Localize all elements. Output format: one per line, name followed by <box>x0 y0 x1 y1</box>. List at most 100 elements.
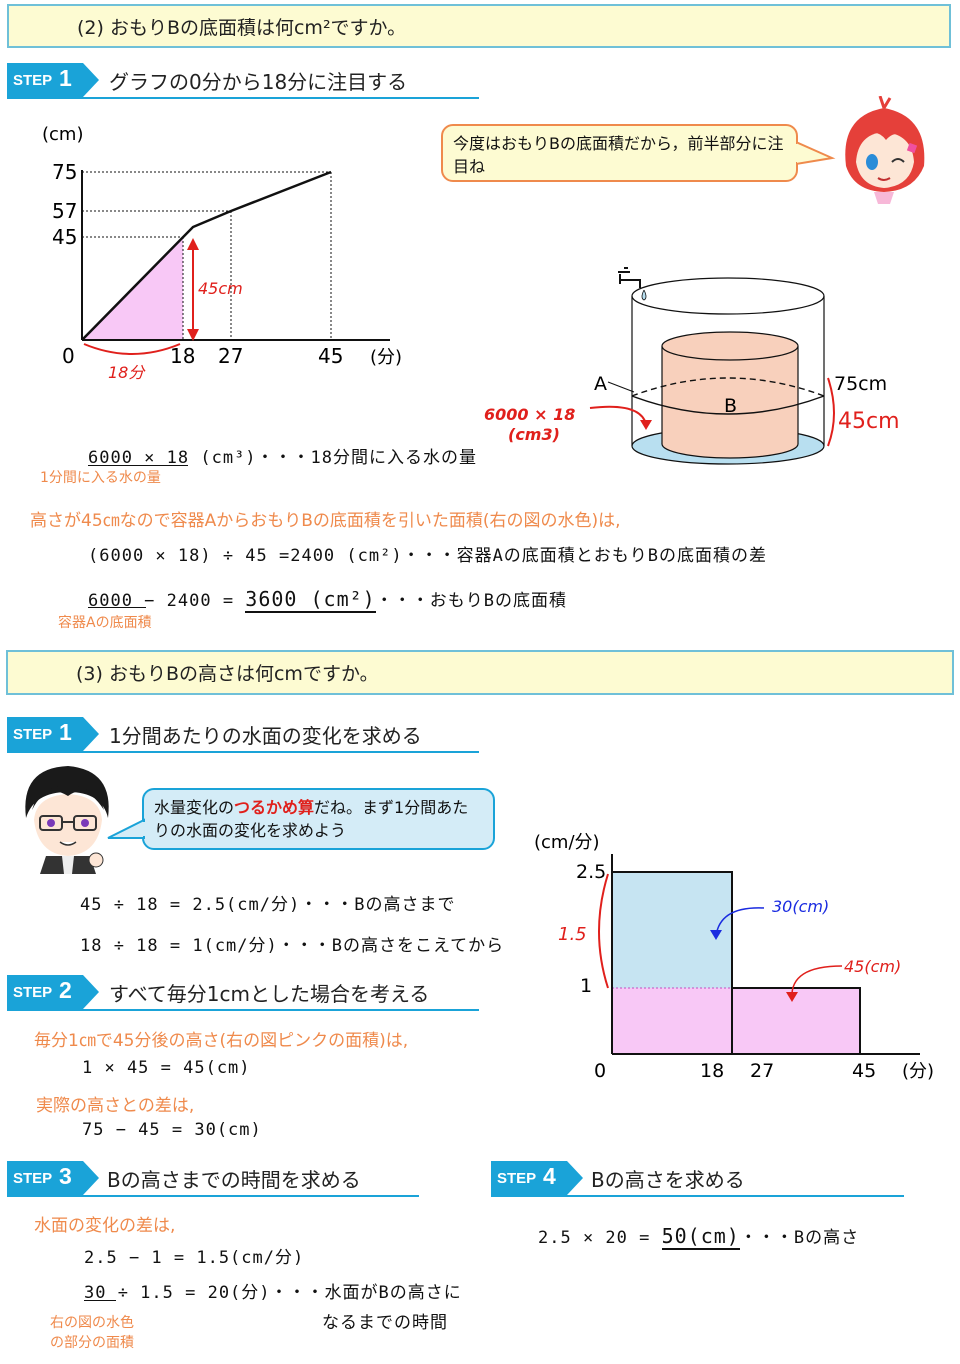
bar-rate-2.5 <box>612 872 732 1004</box>
calc-flow-underline <box>88 465 188 466</box>
calc-rate-diff: 2.5 − 1 = 1.5(cm/分) <box>84 1248 305 1268</box>
y-tick-57: 57 <box>52 199 77 223</box>
label-b: B <box>724 395 737 417</box>
y-tick-75: 75 <box>52 160 77 184</box>
y-tick-1: 1 <box>580 975 592 997</box>
orange-text-4: 水面の変化の差は, <box>34 1216 176 1236</box>
time-brace <box>83 343 181 355</box>
answer-50: 50(cm) <box>661 1224 740 1250</box>
label-45cm: 45cm <box>838 409 900 434</box>
question-3-label: (3) おもりBの高さは何cmですか。 <box>76 663 379 685</box>
note-per-minute: 1分間に入る水の量 <box>40 470 161 486</box>
boy-character-icon <box>25 766 109 874</box>
x-unit-label: (分) <box>902 1061 934 1082</box>
graph-rate-vs-time: (cm/分) 2.5 1 0 18 27 45 (分) 1.5 30(cm) 4… <box>534 832 934 1082</box>
step-title: グラフの0分から18分に注目する <box>109 70 408 94</box>
y-unit-label: (cm/分) <box>534 832 600 853</box>
step-underline <box>7 1195 419 1197</box>
pink-area-left <box>612 988 732 1054</box>
label-flow: 6000 × 18 <box>484 405 575 424</box>
graph-depth-vs-time: (cm) 75 57 45 0 18 27 45 (分) 45cm 18分 <box>42 124 402 382</box>
calc-time-to-b-line2: なるまでの時間 <box>322 1313 448 1333</box>
question-2-box: (2) おもりBの底面積は何cm²ですか。 <box>7 4 951 48</box>
bubble-tail-icon <box>796 140 836 166</box>
question-2-label: (2) おもりBの底面積は何cm²ですか。 <box>77 16 407 39</box>
calc-area-diff: (6000 × 18) ÷ 45 =2400 (cm²)・・・容器Aの底面積とお… <box>88 546 768 566</box>
weight-b-top <box>661 331 799 361</box>
x-tick-0: 0 <box>62 344 75 368</box>
boy-speech-bubble: 水量変化のつるかめ算だね。まず1分間あたりの水面の変化を求めよう <box>142 788 495 850</box>
question-3-box: (3) おもりBの高さは何cmですか。 <box>6 650 954 695</box>
flow-arrow <box>589 405 647 425</box>
water-line-back <box>631 377 825 397</box>
label-a: A <box>594 373 607 395</box>
arrow-down-icon <box>187 329 199 341</box>
label-75cm: 75cm <box>834 373 887 395</box>
step-underline <box>7 751 479 753</box>
water-drop-icon <box>641 289 647 301</box>
diff-brace <box>598 873 609 989</box>
arrow-down-icon <box>640 420 652 430</box>
step-arrow-icon <box>83 975 99 1009</box>
y-tick-2.5: 2.5 <box>576 861 606 883</box>
arrow-down-icon <box>786 992 798 1002</box>
x-tick-27: 27 <box>218 344 243 368</box>
arrow-up-icon <box>187 238 199 250</box>
bar-rate-1 <box>732 988 860 1054</box>
faucet-icon <box>618 267 641 288</box>
calc-time-to-b: 30 ÷ 1.5 = 20(分)・・・水面がBの高さに <box>84 1283 462 1303</box>
container-top <box>631 277 825 315</box>
brace-45cm <box>827 377 835 447</box>
x-tick-27: 27 <box>750 1060 774 1082</box>
step-underline <box>7 97 479 99</box>
x-tick-18: 18 <box>700 1060 724 1082</box>
boy-bubble-tail-icon <box>107 818 146 839</box>
calc-height-diff: 75 − 45 = 30(cm) <box>82 1120 262 1140</box>
depth-line <box>81 170 332 341</box>
x-tick-45: 45 <box>852 1060 876 1082</box>
container-diagram: A B 75cm 45cm 6000 × 18 (cm3) <box>484 267 900 465</box>
step-arrow-icon <box>83 63 99 97</box>
boy-bubble-post: だね。まず1分間あたりの水面の変化を求めよう <box>154 798 469 840</box>
step-title: Bの高さを求める <box>591 1168 745 1192</box>
step-arrow-icon <box>83 1161 99 1195</box>
note-container-area: 容器Aの底面積 <box>58 615 152 631</box>
y-tick-45: 45 <box>52 225 77 249</box>
y-unit-label: (cm) <box>42 124 83 145</box>
calc-height-b: 2.5 × 20 = 50(cm)・・・Bの高さ <box>538 1224 860 1250</box>
boy-bubble-pre: 水量変化の <box>154 798 235 817</box>
girl-character-icon <box>845 96 925 204</box>
calc-area-b: 6000 − 2400 = 3600 (cm²)・・・おもりBの底面積 <box>88 587 567 613</box>
x-unit-label: (分) <box>370 347 402 368</box>
calc-time-underline <box>84 1300 116 1301</box>
step-underline <box>7 1009 479 1011</box>
label-45cm: 45(cm) <box>844 957 901 976</box>
label-30cm: 30(cm) <box>772 897 829 916</box>
step-title: 1分間あたりの水面の変化を求める <box>109 724 422 748</box>
step-arrow-icon <box>567 1161 583 1195</box>
height-45cm-label: 45cm <box>198 279 243 298</box>
diff-1.5-label: 1.5 <box>558 924 587 945</box>
x-tick-0: 0 <box>594 1060 606 1082</box>
answer-3600: 3600 (cm²) <box>245 587 376 613</box>
arrow-down-icon <box>710 930 722 940</box>
step-arrow-icon <box>83 717 99 751</box>
note-blue-area-1: 右の図の水色 <box>50 1315 134 1331</box>
calc-flow-amount: 6000 × 18 (cm³)・・・18分間に入る水の量 <box>88 448 477 468</box>
water-line-front <box>631 395 825 415</box>
boy-bubble-emphasis: つるかめ算 <box>234 798 315 817</box>
label-flow-unit: (cm3) <box>508 425 560 444</box>
time-18-label: 18分 <box>108 363 146 382</box>
calc-rate-after: 18 ÷ 18 = 1(cm/分)・・・Bの高さをこえてから <box>80 936 505 956</box>
orange-text-3: 実際の高さとの差は, <box>36 1096 195 1116</box>
note-blue-area-2: の部分の面積 <box>50 1335 134 1351</box>
girl-bubble-text: 今度はおもりBの底面積だから，前半部分に注目ね <box>453 134 784 176</box>
girl-speech-bubble: 今度はおもりBの底面積だから，前半部分に注目ね <box>441 124 798 182</box>
